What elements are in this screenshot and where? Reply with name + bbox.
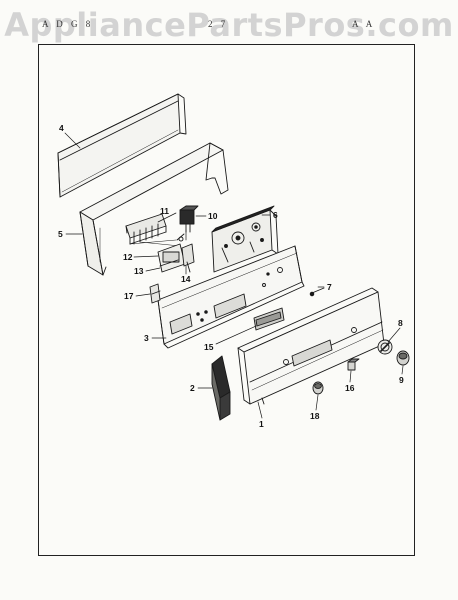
part-control-module bbox=[211, 205, 279, 273]
callout-8: 8 bbox=[398, 318, 403, 328]
part-top-trim bbox=[57, 93, 187, 198]
callout-2: 2 bbox=[190, 383, 195, 393]
callout-10: 10 bbox=[208, 211, 218, 221]
part-housing bbox=[79, 142, 229, 276]
watermark: AppliancePartsPros.com bbox=[4, 6, 454, 44]
part-button-left bbox=[312, 381, 324, 395]
callout-7: 7 bbox=[327, 282, 332, 292]
callout-18: 18 bbox=[310, 411, 320, 421]
part-knob-large bbox=[377, 339, 393, 355]
callout-1: 1 bbox=[259, 419, 264, 429]
callout-5: 5 bbox=[58, 229, 63, 239]
callout-6: 6 bbox=[273, 210, 278, 220]
header-revision-code: A A bbox=[352, 19, 376, 29]
part-knob-small bbox=[396, 350, 410, 366]
part-terminal-block bbox=[125, 213, 181, 247]
diagram-frame bbox=[38, 44, 415, 556]
leader-lines bbox=[64, 132, 404, 419]
part-display-lens bbox=[253, 307, 285, 331]
callout-4: 4 bbox=[59, 123, 64, 133]
part-end-cap bbox=[211, 355, 231, 421]
part-selector-switch bbox=[179, 205, 199, 233]
part-switch-bracket bbox=[157, 233, 195, 273]
part-button-right bbox=[347, 358, 360, 371]
part-back-panel bbox=[157, 245, 305, 349]
callout-3: 3 bbox=[144, 333, 149, 343]
callout-13: 13 bbox=[134, 266, 144, 276]
header-page-code: 2 7 bbox=[208, 19, 229, 29]
part-clip bbox=[149, 283, 161, 304]
callout-12: 12 bbox=[123, 252, 133, 262]
part-front-panel bbox=[237, 287, 385, 405]
callout-9: 9 bbox=[399, 375, 404, 385]
header-model-code: A D G 8 bbox=[42, 19, 94, 29]
callout-11: 11 bbox=[160, 206, 169, 216]
part-screw bbox=[309, 287, 325, 297]
callout-15: 15 bbox=[204, 342, 214, 352]
callout-14: 14 bbox=[181, 274, 191, 284]
callout-16: 16 bbox=[345, 383, 355, 393]
callout-labels: 4 5 11 10 6 12 13 14 17 7 3 15 8 9 16 2 … bbox=[58, 123, 404, 429]
callout-17: 17 bbox=[124, 291, 134, 301]
